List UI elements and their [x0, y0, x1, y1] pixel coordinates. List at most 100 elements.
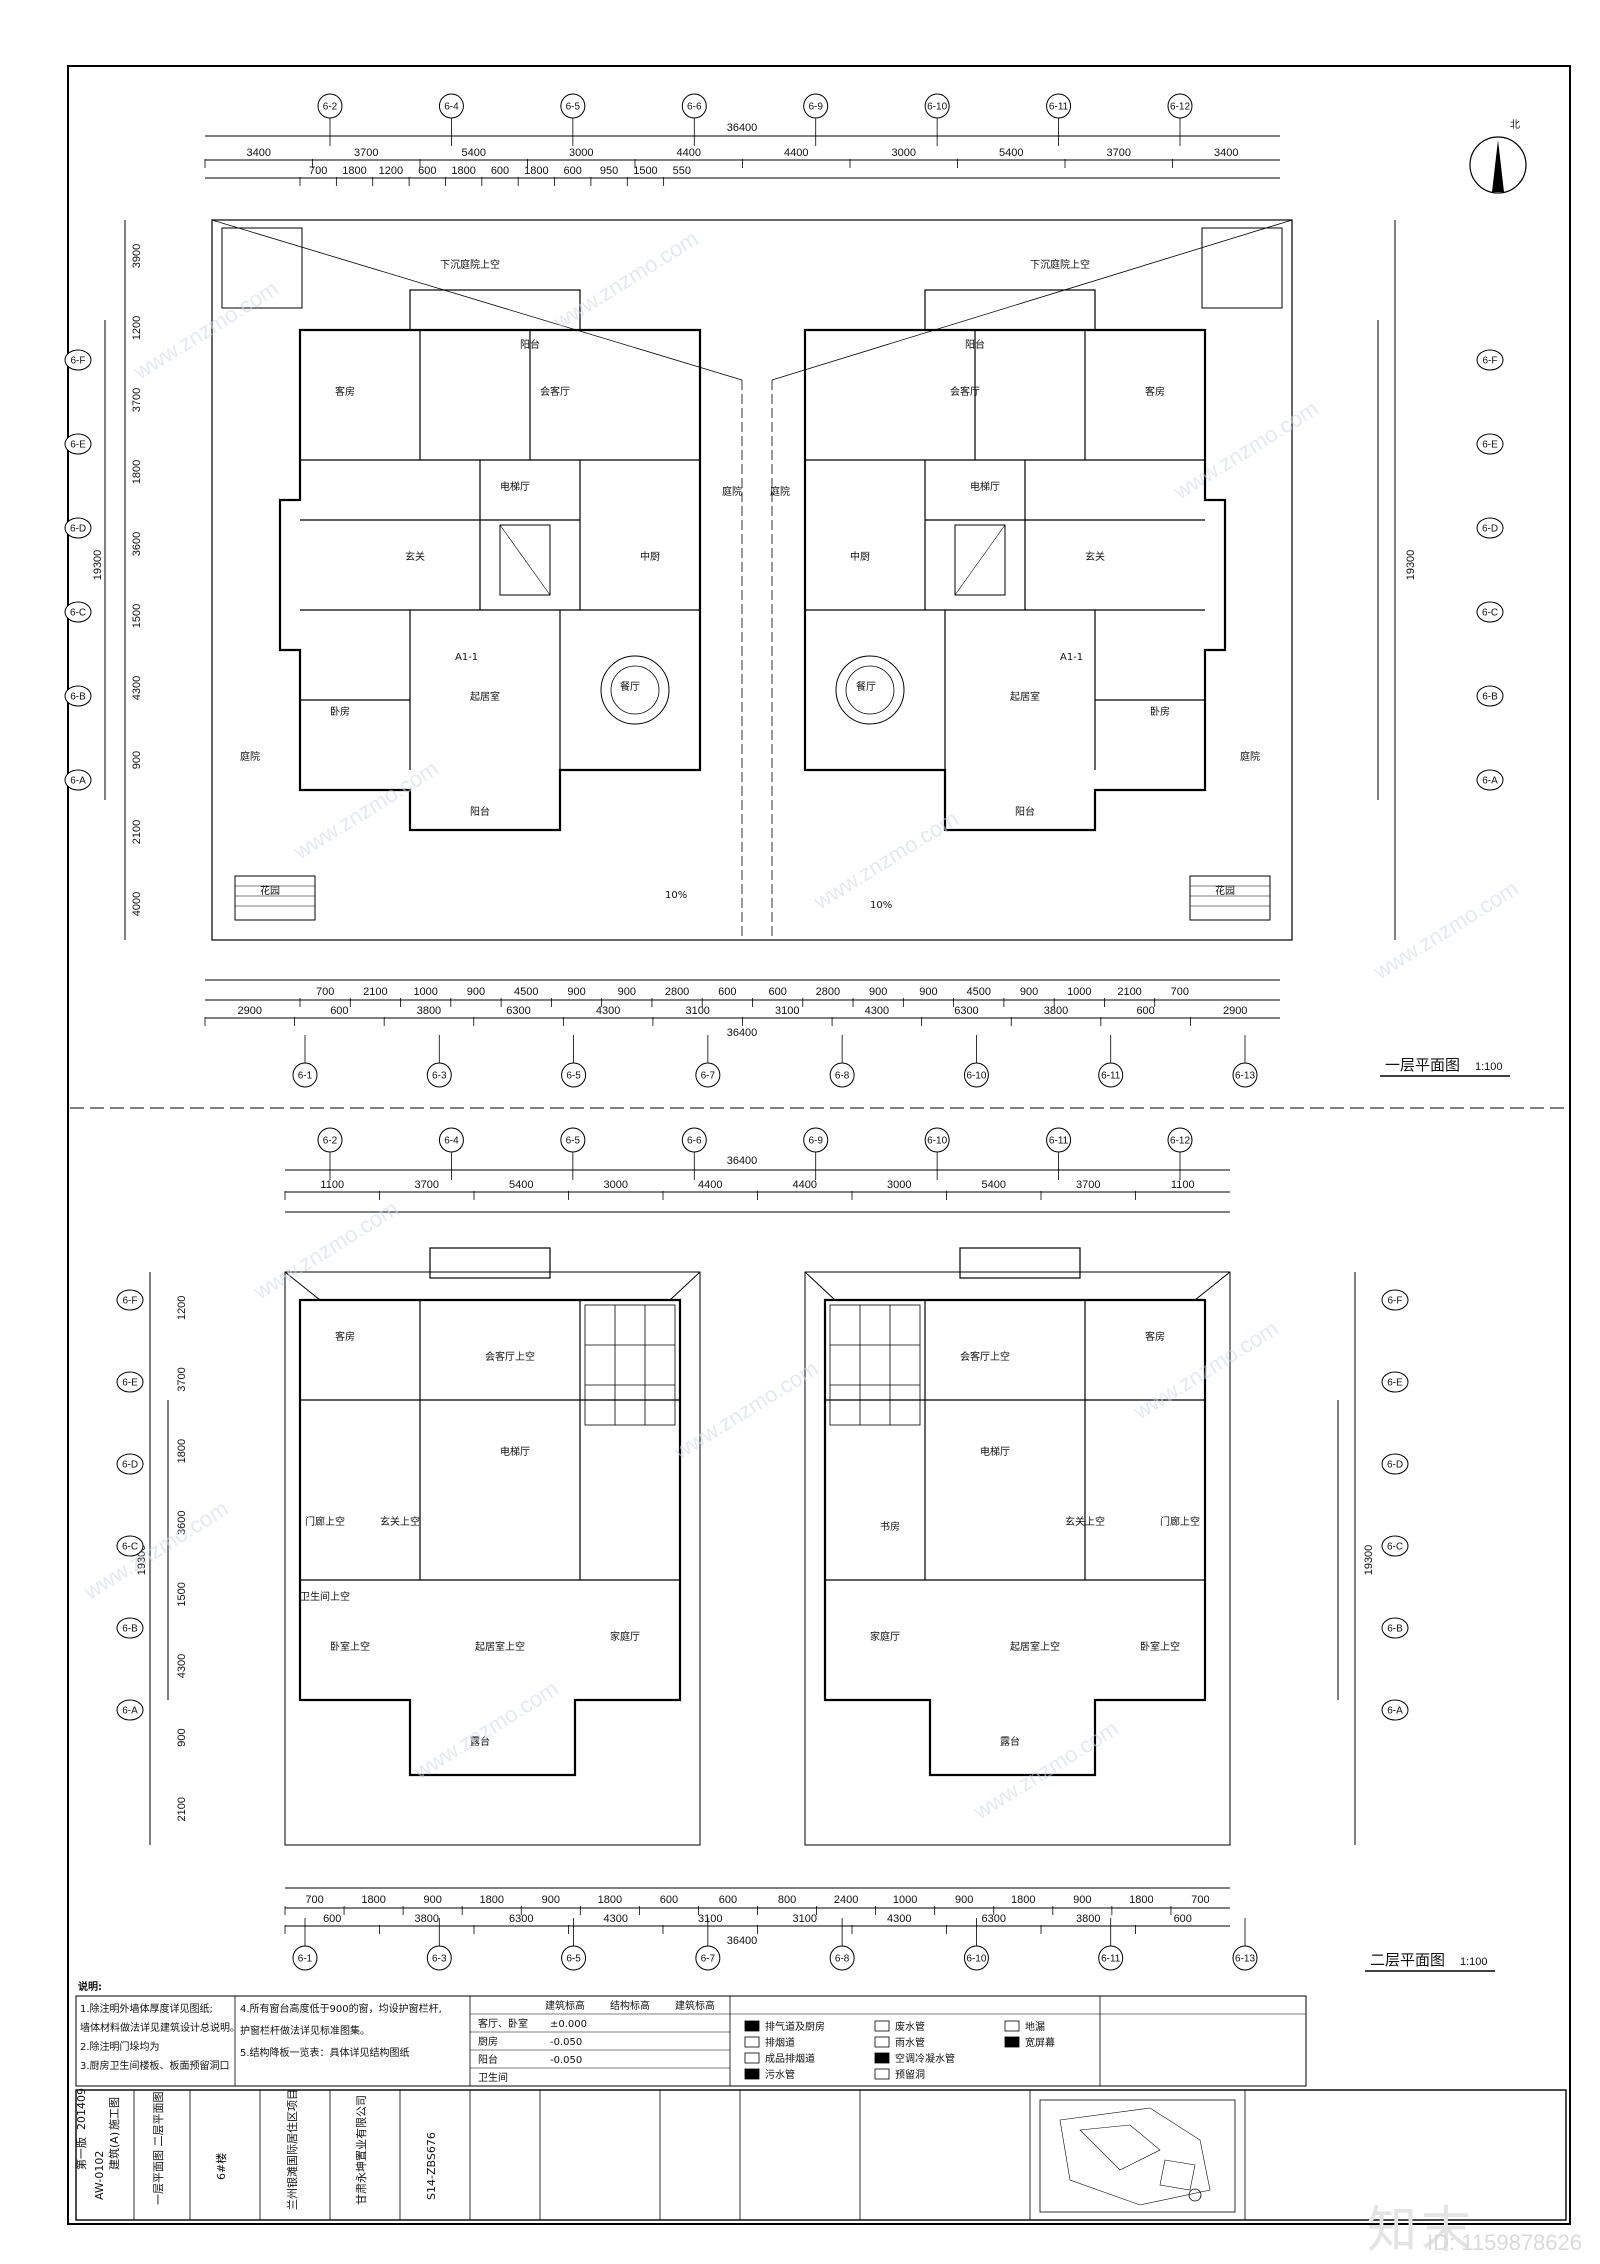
axis-label: 6-A — [1482, 776, 1498, 787]
p2-bedroom-void-left: 卧室上空 — [330, 1640, 370, 1653]
room-elevator-left: 电梯厅 — [500, 480, 530, 493]
axis-label: 6-D — [70, 524, 86, 535]
dim-label: 1800 — [131, 460, 143, 484]
dim-label: 600 — [1174, 1913, 1192, 1925]
dim-label: 3800 — [1076, 1913, 1100, 1925]
room-foyer-right: 玄关 — [1085, 550, 1105, 563]
axis-label: 6-B — [1387, 1624, 1403, 1635]
p2-bath-void-left: 卫生间上空 — [300, 1590, 350, 1603]
axis-label: 6-2 — [323, 102, 338, 113]
axis-bubble — [426, 1062, 452, 1088]
dim-label: 3100 — [685, 1005, 709, 1017]
dim-label: 600 — [491, 165, 509, 177]
title-block: AW-0102 一层平面图 二层平面图 6#楼 兰州银滩国际居住区项目 甘肃永坤… — [74, 2088, 1567, 2221]
dim-label: 900 — [1020, 986, 1038, 998]
dim-label: 1100 — [320, 1179, 344, 1191]
dim-label: 2100 — [363, 986, 387, 998]
watermark-text: www.znzmo.com — [129, 276, 283, 385]
dim-label: 3700 — [1076, 1179, 1100, 1191]
room-guest-right: 客房 — [1145, 385, 1165, 398]
legend-swatch — [874, 2068, 890, 2080]
axis-bubble — [64, 349, 92, 371]
north-label: 北 — [1510, 119, 1520, 131]
axis-label: 6-6 — [687, 102, 702, 113]
dim-label: 3700 — [176, 1367, 188, 1391]
watermark-text: www.znzmo.com — [809, 806, 963, 915]
axis-label: 6-3 — [432, 1954, 447, 1965]
dim-label: 4500 — [514, 986, 538, 998]
axis-label: 6-9 — [808, 102, 823, 113]
axis-bubble — [317, 93, 343, 119]
axis-label: 6-F — [71, 356, 86, 367]
p2-terrace-left: 露台 — [470, 1735, 490, 1748]
dim-label: 1200 — [379, 165, 403, 177]
room-foyer-left: 玄关 — [405, 550, 425, 563]
dim-label: 5400 — [982, 1179, 1006, 1191]
axis-bubble — [829, 1945, 855, 1971]
axis-bubble — [963, 1945, 989, 1971]
axis-bubble — [64, 769, 92, 791]
dim-label: 1000 — [1067, 986, 1091, 998]
dim-label: 4500 — [967, 986, 991, 998]
dim-label: 4300 — [131, 676, 143, 700]
dim-label: 600 — [323, 1913, 341, 1925]
slab-drop-table: 建筑标高结构标高建筑标高客厅、卧室厨房阳台卫生间±0.000-0.050-0.0… — [478, 1999, 715, 2084]
axis-bubble — [1476, 685, 1504, 707]
dim-label: 600 — [718, 986, 736, 998]
dim-label: 6300 — [509, 1913, 533, 1925]
dim-label: 4300 — [176, 1654, 188, 1678]
axis-label: 6-B — [122, 1624, 138, 1635]
legend-label: 废水管 — [895, 2020, 925, 2033]
dim-label: 4300 — [887, 1913, 911, 1925]
dim-label: 6300 — [954, 1005, 978, 1017]
dim-label: 1200 — [176, 1296, 188, 1320]
axis-bubble — [681, 93, 707, 119]
dim-label: 3900 — [131, 244, 143, 268]
dim-label: 3700 — [354, 147, 378, 159]
dim-label: 600 — [719, 1894, 737, 1906]
room-court-right: 庭院 — [770, 485, 790, 498]
dim-label: 5400 — [999, 147, 1023, 159]
dim-label: 1800 — [361, 1894, 385, 1906]
dim-label: 1800 — [479, 1894, 503, 1906]
axis-label: 6-7 — [701, 1954, 716, 1965]
axis-label: 6-9 — [808, 1136, 823, 1147]
overall-depth-left: 19300 — [92, 550, 104, 581]
axis-bubble — [924, 93, 950, 119]
dim-label: 700 — [316, 986, 334, 998]
dim-label: 600 — [330, 1005, 348, 1017]
table-col-header: 建筑标高 — [675, 1999, 715, 2012]
axis-label: 6-5 — [566, 1136, 581, 1147]
axis-bubble — [1232, 1945, 1258, 1971]
dim-label: 4400 — [793, 1179, 817, 1191]
north-arrow-icon — [1492, 140, 1504, 192]
axis-bubble — [317, 1127, 343, 1153]
notes-heading: 说明: — [78, 1980, 102, 1993]
legend-swatch — [1004, 2036, 1020, 2048]
legend-swatch — [1004, 2020, 1020, 2032]
room-elevator-right: 电梯厅 — [970, 480, 1000, 493]
p2-bedroom-void-right: 卧室上空 — [1140, 1640, 1180, 1653]
dim-label: 2800 — [665, 986, 689, 998]
table-row-label: 卫生间 — [478, 2071, 508, 2084]
axis-bubble — [64, 601, 92, 623]
axis-label: 6-F — [123, 1296, 138, 1307]
axis-label: 6-E — [70, 440, 86, 451]
axis-label: 6-11 — [1101, 1071, 1121, 1082]
room-family-right: 起居室 — [1010, 690, 1040, 703]
axis-bubble — [292, 1945, 318, 1971]
dim-label: 950 — [600, 165, 618, 177]
note-line: 护窗栏杆做法详见标准图集。 — [240, 2024, 370, 2037]
axis-label: 6-10 — [927, 1136, 947, 1147]
dim-label: 3800 — [415, 1913, 439, 1925]
axis-label: 6-3 — [432, 1071, 447, 1082]
legend-label: 污水管 — [765, 2068, 795, 2081]
p2-living-void-right: 会客厅上空 — [960, 1350, 1010, 1363]
dim-label: 2900 — [1223, 1005, 1247, 1017]
